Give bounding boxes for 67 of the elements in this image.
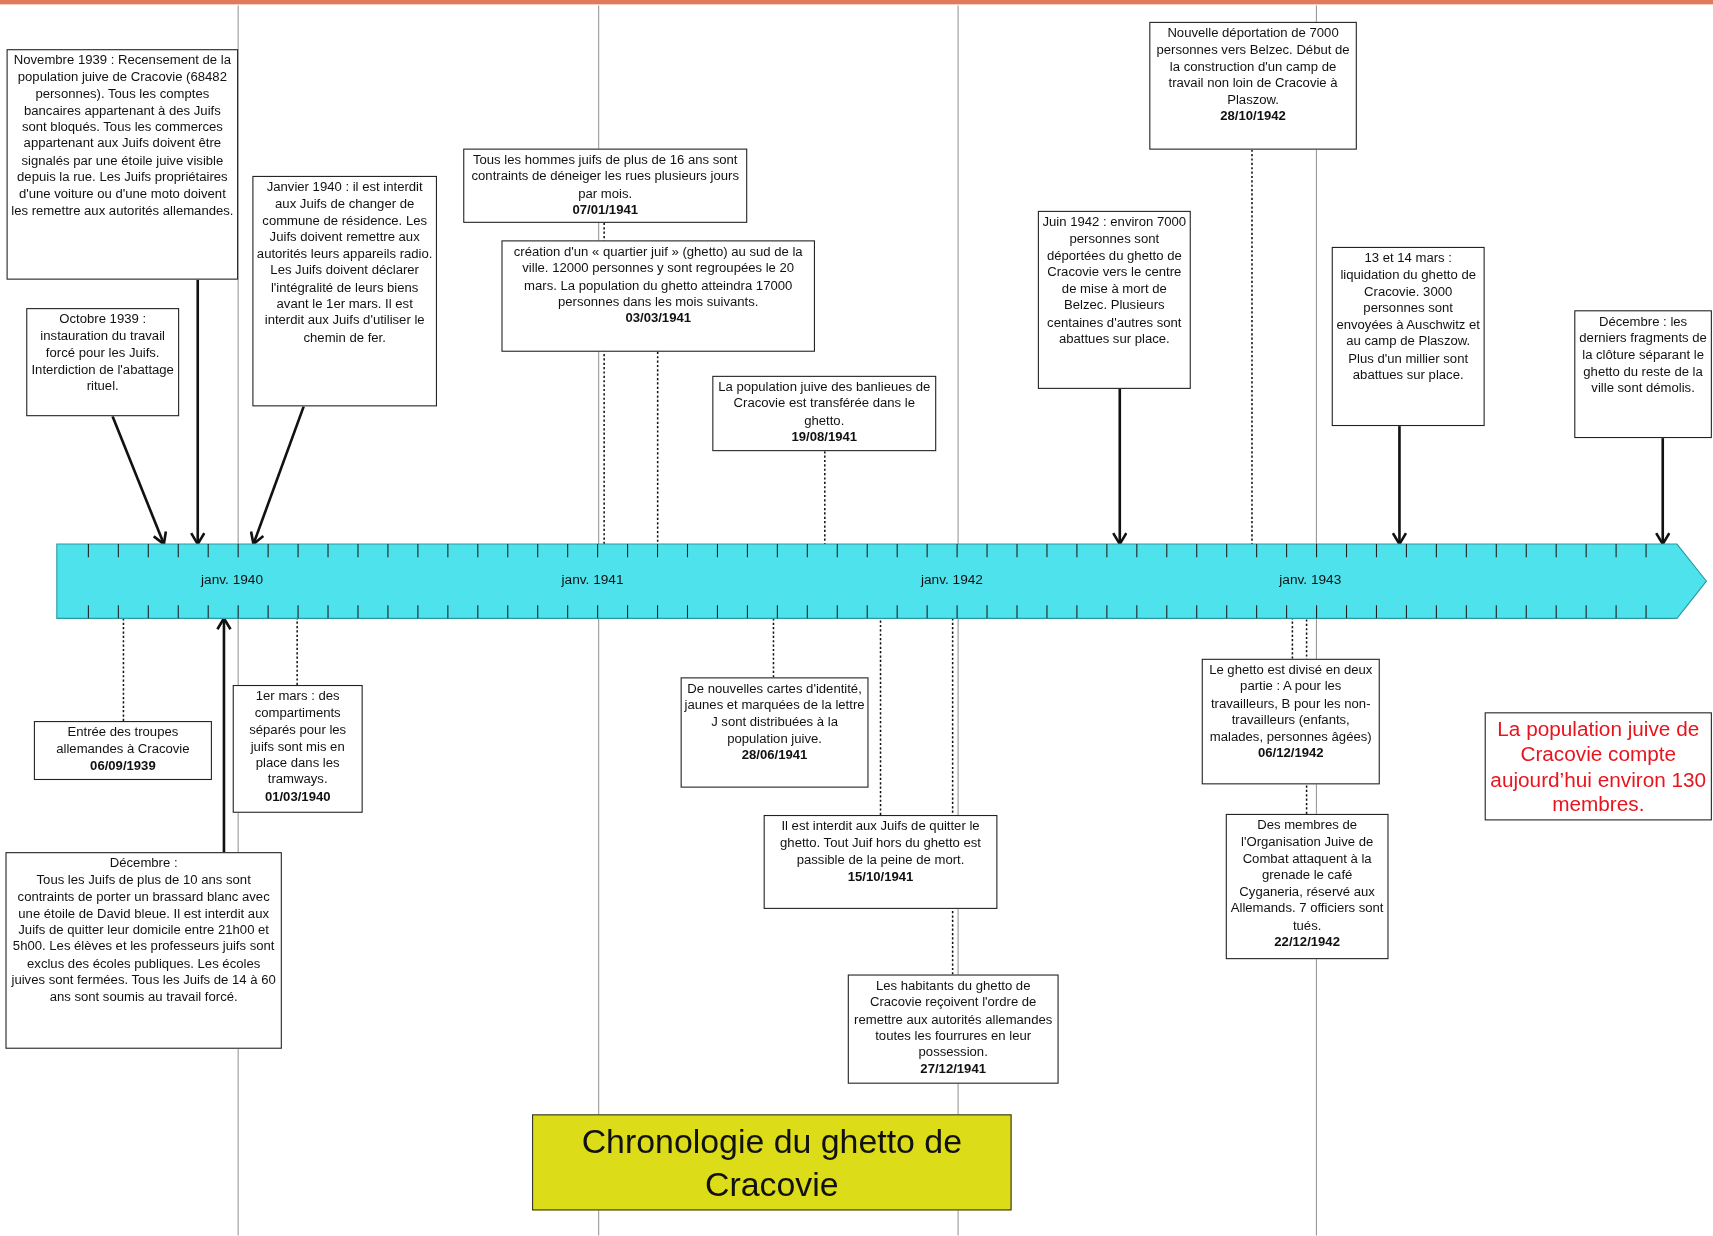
axis-label: janv. 1940 (201, 572, 264, 588)
event-box (1574, 310, 1712, 439)
event-box (33, 721, 212, 780)
arrow (1654, 438, 1671, 546)
event-box (712, 375, 937, 452)
event-text: Octobre 1939 : instauration du travail forcé pour les Juifs. Interdiction de l'abattage rituel. (30, 311, 175, 395)
leader-line (772, 617, 775, 679)
arrow (111, 415, 168, 546)
axis-label: janv. 1942 (920, 572, 983, 588)
event-text: Des membres de l'Organisation Juive de Combat attaquent à la grenade le café Cyganeria, réservé aux Allemands. 7 officiers sont tués. (1229, 817, 1385, 935)
event-text: Novembre 1939 : Recensement de la population juive de Cracovie (68482 personnes). Tous les comptes bancaires appartenant à des Juifs sont bloqués. Tous les commerces appartenant aux Juifs doivent être signalés par une étoile juive visible depuis la rue. Les Juifs propriétaires d'une voiture ou d'une moto doivent les remettre aux autorités allemandes. (10, 52, 235, 220)
event-text: Nouvelle déportation de 7000 personnes vers Belzec. Début de la construction d'un camp de travail non loin de Cracovie à Plaszow. (1155, 25, 1351, 109)
event-text: De nouvelles cartes d'identité, jaunes et marquées de la lettre J sont distribuées à la population juive. (683, 680, 866, 748)
event-box (26, 308, 180, 417)
event-box (680, 677, 869, 788)
event-date: 28/06/1941 (740, 747, 809, 765)
event-box (1149, 21, 1357, 150)
event-box (847, 974, 1059, 1084)
event-date: 22/12/1942 (1273, 934, 1341, 951)
event-text: Entrée des troupes allemandes à Cracovie (55, 724, 191, 758)
event-date: 15/10/1941 (846, 868, 915, 886)
arrow (1391, 426, 1408, 546)
event-text: La population juive des banlieues de Cracovie est transférée dans le ghetto. (717, 379, 932, 430)
event-text: Les habitants du ghetto de Cracovie reçoivent l'ordre de remettre aux autorités allemandes toutes les fourrures en leur possession. (853, 977, 1054, 1062)
axis-label: janv. 1943 (1279, 572, 1342, 588)
title-banner: Chronologie du ghetto de Cracovie (532, 1114, 1012, 1211)
arrow (249, 405, 305, 546)
event-box (232, 685, 363, 813)
event-text: 1er mars : des compartiments séparés pour les juifs sont mis en place dans les tramways. (248, 688, 348, 789)
event-box (501, 240, 815, 352)
event-text: Tous les Juifs de plus de 10 ans sont contraints de porter un brassard blanc avec une étoile de David bleue. Il est interdit aux Juifs de quitter leur domicile entre 21h00 et 5h00. Les élèves et les professeurs juifs sont exclus des écoles publiques. Les écoles juives sont fermées. Tous les Juifs de 14 à 60 ans sont soumis au travail forcé. (10, 872, 277, 1006)
event-date: 27/12/1941 (919, 1061, 987, 1079)
timeline-bar (56, 544, 1707, 619)
event-text: Décembre : les derniers fragments de la clôture séparant le ghetto du reste de la ville sont démolis. (1578, 313, 1708, 398)
event-box (1331, 246, 1485, 427)
arrow (216, 617, 232, 853)
arrow (1111, 388, 1128, 546)
event-text: 13 et 14 mars : liquidation du ghetto de Cracovie. 3000 personnes sont envoyées à Auschwitz et au camp de Plaszow. Plus d'un millier sont abattues sur place. (1335, 250, 1481, 384)
event-date: 28/10/1942 (1219, 108, 1287, 126)
leader-line (951, 617, 954, 976)
event-date: 01/03/1940 (263, 788, 332, 806)
event-date: 03/03/1941 (624, 310, 692, 328)
event-heading: Décembre : (108, 855, 179, 873)
event-date: 06/09/1939 (89, 757, 157, 775)
event-box (1225, 813, 1389, 960)
leader-line (122, 617, 125, 722)
event-text: Janvier 1940 : il est interdit aux Juifs de changer de commune de résidence. Les Juifs doivent remettre aux autorités leurs appareils radio. Les Juifs doivent déclarer l'intégralité de leurs biens avant le 1er mars. Il est interdit aux Juifs d'utiliser le chemin de fer. (255, 179, 434, 347)
event-date: 06/12/1942 (1256, 745, 1325, 763)
event-text: Il est interdit aux Juifs de quitter le ghetto. Tout Juif hors du ghetto est passible de la peine de mort. (779, 818, 982, 869)
event-box (763, 815, 998, 909)
arrow (189, 279, 206, 546)
axis-label: janv. 1941 (561, 572, 624, 588)
leader-line (656, 351, 659, 545)
event-box (252, 175, 437, 407)
event-box (5, 852, 282, 1049)
event-box (6, 49, 239, 280)
event-box (463, 148, 748, 223)
event-text: Tous les hommes juifs de plus de 16 ans sont contraints de déneiger les rues plusieurs jours par mois. (470, 151, 740, 202)
leader-line (603, 222, 605, 545)
event-text: Juin 1942 : environ 7000 personnes sont déportées du ghetto de Cracovie vers le centre de mise à mort de Belzec. Plusieurs centaines d'autres sont abattues sur place. (1041, 214, 1188, 348)
event-box (1037, 210, 1191, 389)
event-box (1201, 658, 1380, 785)
event-text: La population juive de Cracovie compte aujourd’hui environ 130 membres. (1489, 717, 1708, 818)
event-text: création d'un « quartier juif » (ghetto) au sud de la ville. 12000 personnes y sont regroupées le 20 mars. La population du ghetto atteindra 17000 personnes dans les mois suivants. (512, 243, 804, 311)
event-text: Le ghetto est divisé en deux partie : A pour les travailleurs, B pour les non-travailleurs (enfants, malades, personnes âgées) (1208, 662, 1374, 746)
event-date: 07/01/1941 (571, 202, 640, 219)
event-date: 19/08/1941 (790, 429, 859, 446)
